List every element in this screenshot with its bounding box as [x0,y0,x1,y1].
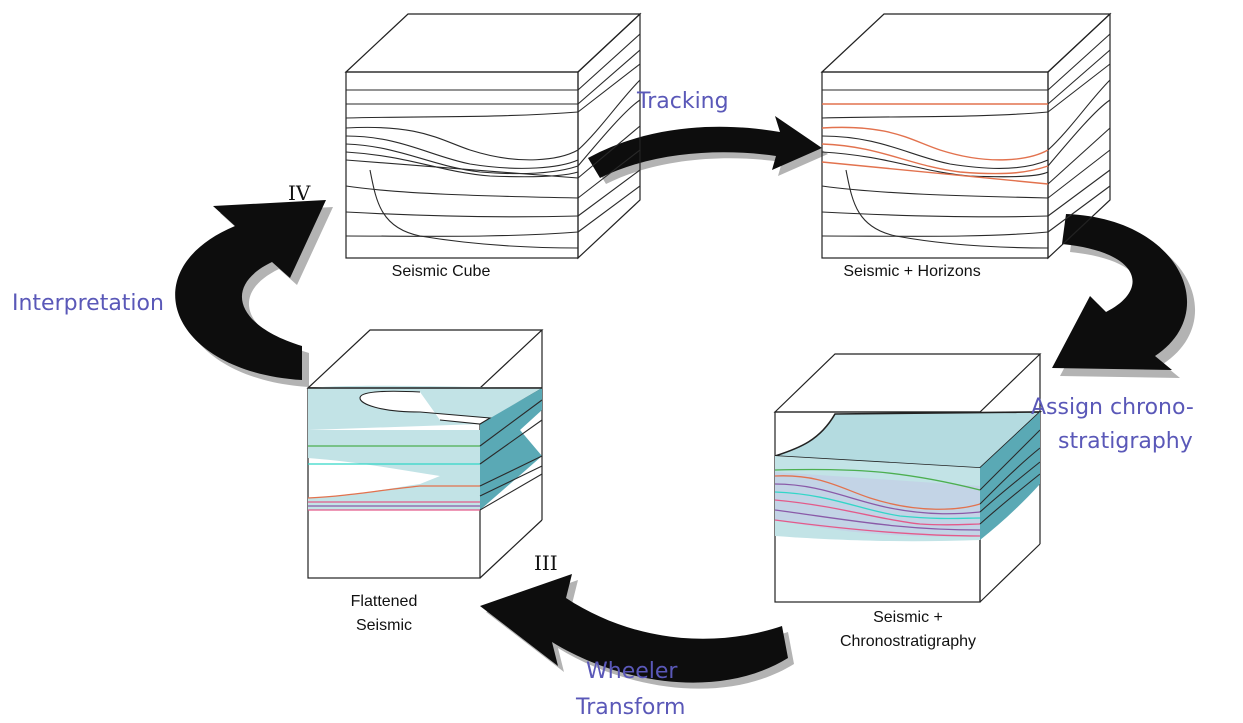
chronostratigraphy-horizons [774,468,981,537]
seismic-cube-caption: Seismic Cube [392,263,491,280]
stage-iii-label: III [534,551,558,575]
flattened-caption-line2: Seismic [356,617,412,634]
seismic-cube-side-reflectors [577,33,641,233]
chronostratigraphy-side-reflectors [979,429,1041,525]
flattened-seismic-block: Flattened Seismic [306,329,544,634]
seismic-horizons-reflectors [821,89,1049,249]
chrono-caption-line2: Chronostratigraphy [840,633,976,650]
interpretation-label: Interpretation [12,291,164,316]
tracking-arrow [588,116,828,184]
wheeler-label-line1: Wheeler [586,659,678,684]
assign-chronostratigraphy-arrow [1052,214,1196,378]
flattened-horizons [307,445,480,511]
seismic-horizons-caption: Seismic + Horizons [843,263,980,280]
assign-label-line1: Assign chrono- [1031,395,1194,420]
tracking-label: Tracking [636,89,729,114]
assign-label-line2: stratigraphy [1058,429,1193,454]
wheeler-label-line2: Transform [575,695,685,720]
wheeler-transform-arrow [480,574,794,689]
seismic-cube-block: Seismic Cube [344,12,642,280]
flattened-side-reflectors [479,399,543,511]
interpretation-arrow [175,200,333,387]
stage-iv-label: IV [288,181,311,205]
seismic-horizons-side-reflectors [1047,33,1111,233]
chrono-caption-line1: Seismic + [873,609,943,626]
seismic-chronostratigraphy-block: Seismic + Chronostratigraphy [773,353,1043,650]
flattened-caption-line1: Flattened [351,593,418,610]
seismic-cube-reflectors [345,89,579,249]
seismic-horizons-block: Seismic + Horizons [820,12,1112,280]
